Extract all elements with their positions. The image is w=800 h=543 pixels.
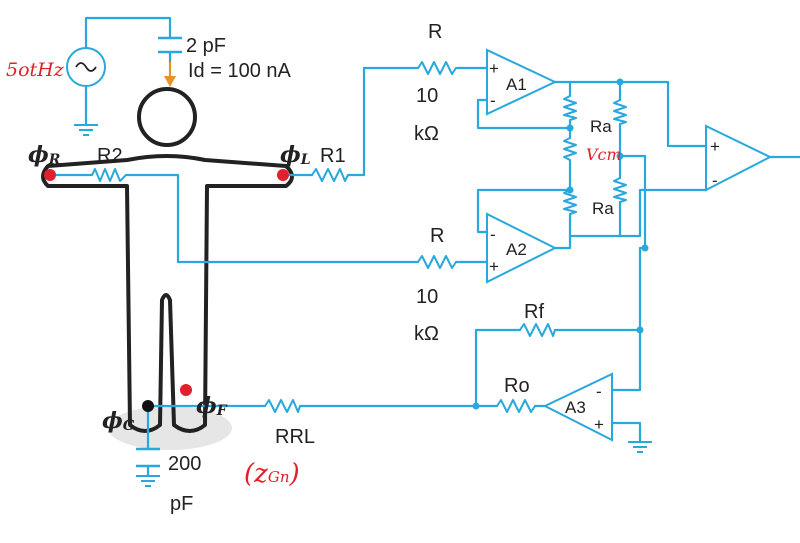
- body-figure: [41, 87, 294, 450]
- a1-minus-sign: -: [490, 91, 496, 110]
- electrode-ground: [142, 400, 154, 412]
- torso-arms-legs-outline: [41, 154, 294, 433]
- rf-label: Rf: [524, 301, 544, 323]
- ground-icon-patient: [136, 475, 160, 487]
- diff-minus-sign: -: [712, 171, 718, 190]
- resistor-r1: [311, 168, 349, 182]
- a2-plus-sign: +: [489, 257, 499, 276]
- a2-label: A2: [506, 240, 527, 259]
- coupling-cap-label: 2 pF: [186, 35, 226, 57]
- resistor-gain-upper: [563, 95, 577, 121]
- ac-wave-icon: [75, 62, 97, 72]
- diff-plus-sign: +: [710, 137, 720, 156]
- ground-cap-unit: pF: [170, 493, 193, 515]
- input-resistor-top-unit: kΩ: [414, 123, 439, 145]
- input-resistor-bottom-value: 10: [416, 286, 438, 308]
- resistor-ro: [496, 399, 536, 413]
- handwritten-impedance-note: (zGn): [244, 459, 300, 489]
- resistor-input-top: [417, 61, 457, 75]
- leakage-current-label: Id = 100 nA: [188, 60, 292, 82]
- resistor-gain-lower: [563, 189, 577, 215]
- resistor-rrl: [264, 399, 301, 413]
- phi-foot-label: ϕF: [196, 393, 228, 419]
- ra-top-label: Ra: [590, 117, 612, 136]
- ground-cap-value: 200: [168, 453, 201, 475]
- junctions: [472, 78, 649, 410]
- electrode-right-arm: [44, 169, 56, 181]
- electrode-foot: [180, 384, 192, 396]
- phi-ground-label: ϕG: [102, 408, 135, 434]
- opamp-a2: [486, 212, 558, 284]
- ro-label: Ro: [504, 375, 530, 397]
- ra-bottom-label: Ra: [592, 199, 614, 218]
- electrode-left-arm: [277, 169, 289, 181]
- resistor-ra-bottom: [613, 177, 627, 203]
- labels: 2 pF Id = 100 nA ϕR R2 ϕL R1 ϕF ϕG RRL 2…: [6, 21, 720, 515]
- opamp-diff: [705, 124, 773, 192]
- resistors: [91, 61, 627, 413]
- input-resistor-top-name: R: [428, 21, 442, 43]
- resistor-rf: [519, 323, 556, 337]
- op-amps: [486, 48, 773, 442]
- input-resistor-bottom-unit: kΩ: [414, 323, 439, 345]
- resistor-input-bottom: [417, 255, 457, 269]
- handwritten-vcm-note: Vcm: [586, 145, 622, 164]
- a3-plus-sign: +: [594, 415, 604, 434]
- a2-minus-sign: -: [490, 225, 496, 244]
- phi-left-label: ϕL: [280, 142, 311, 168]
- resistor-r2: [91, 168, 127, 182]
- rrl-label: RRL: [275, 426, 315, 448]
- a1-plus-sign: +: [489, 59, 499, 78]
- current-arrowhead-icon: [164, 76, 176, 87]
- phi-right-label: ϕR: [28, 142, 60, 168]
- ground-icon-a3: [628, 441, 652, 453]
- input-resistor-bottom-name: R: [430, 225, 444, 247]
- ground-icon-source: [74, 124, 98, 136]
- a3-minus-sign: -: [596, 382, 602, 401]
- r2-label: R2: [97, 145, 123, 167]
- foot-shadow: [108, 406, 232, 450]
- input-resistor-top-value: 10: [416, 85, 438, 107]
- handwritten-source-note: 5otHz: [6, 59, 65, 81]
- opamp-a1: [486, 48, 558, 116]
- r1-label: R1: [320, 145, 346, 167]
- resistor-ra-top: [613, 99, 627, 125]
- head-outline: [137, 87, 197, 147]
- a1-label: A1: [506, 75, 527, 94]
- resistor-gain-middle: [563, 137, 577, 161]
- a3-label: A3: [565, 398, 586, 417]
- opamp-a3: [542, 372, 613, 442]
- source-and-passives: [66, 36, 652, 487]
